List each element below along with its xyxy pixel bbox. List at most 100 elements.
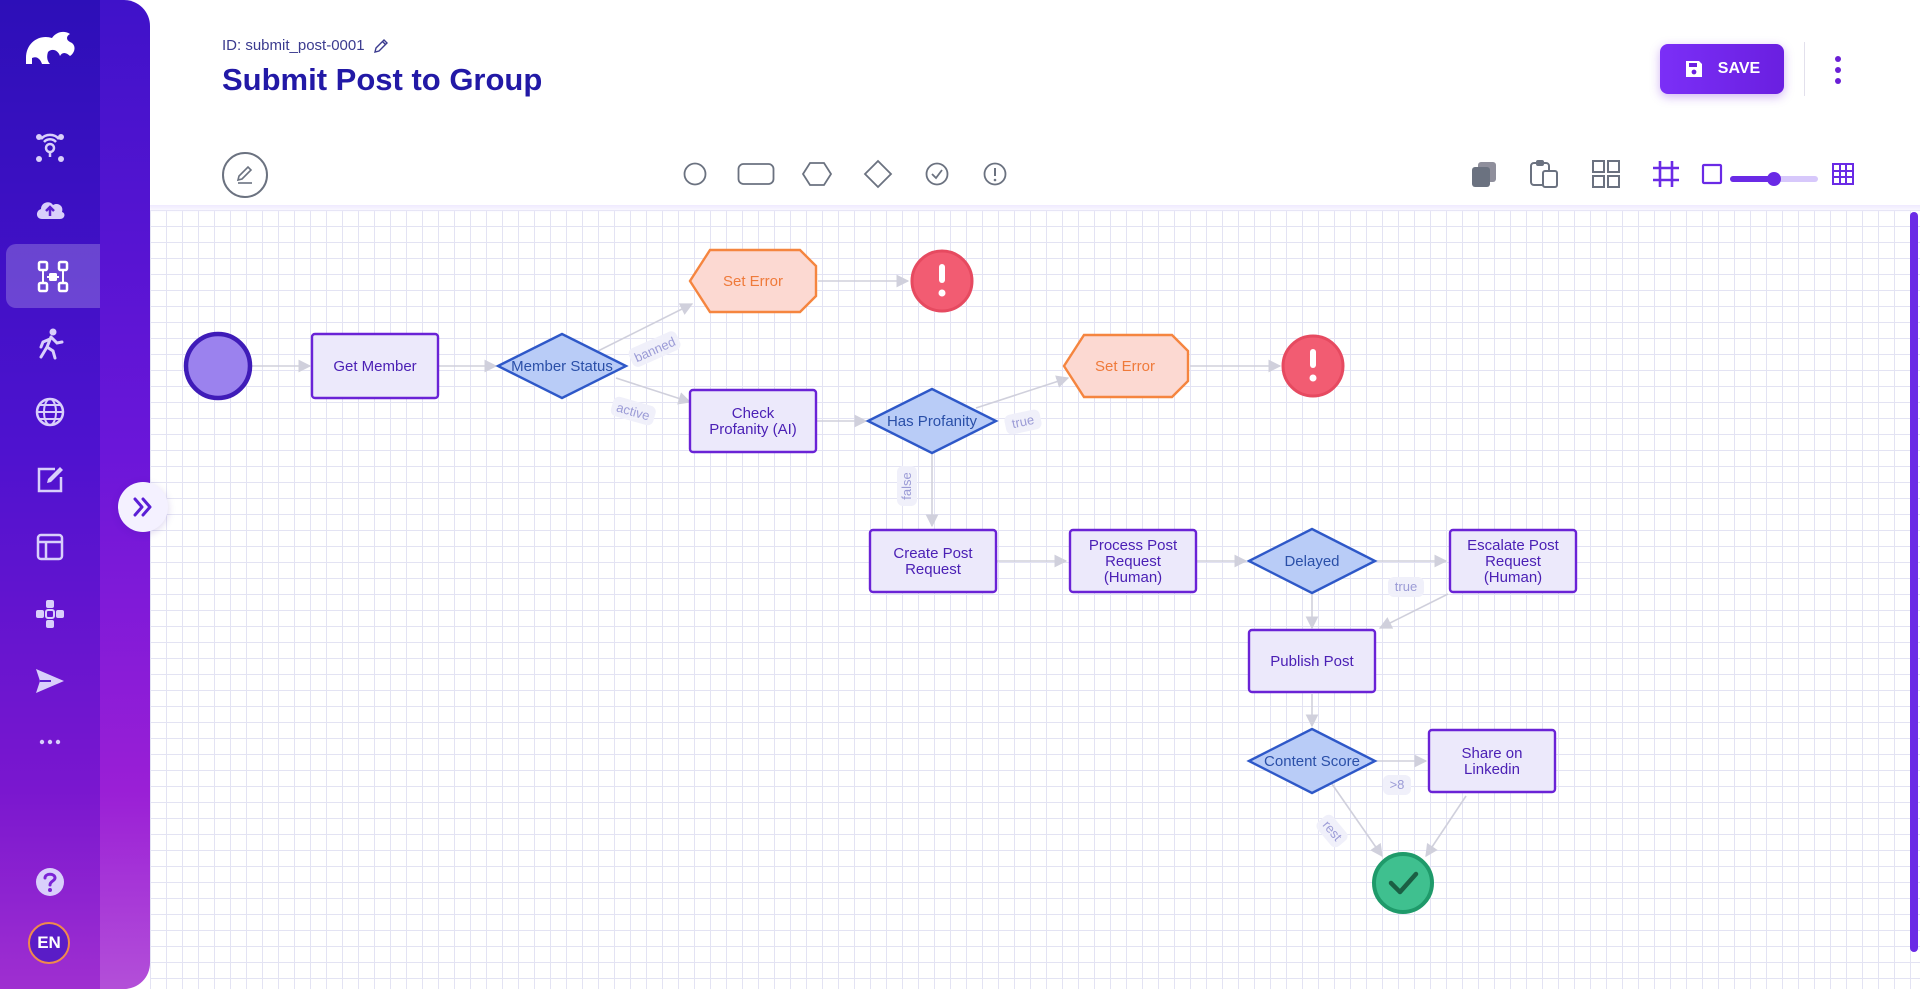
node-label: Request — [1105, 553, 1162, 570]
grid-layout-tool[interactable] — [1590, 156, 1622, 192]
start-node[interactable] — [183, 331, 253, 401]
more-dot — [1835, 56, 1841, 62]
sidebar-item-editor[interactable] — [0, 448, 100, 512]
edge-score-end-success[interactable] — [1331, 783, 1383, 858]
node-check-profanity[interactable]: Check Profanity (AI) — [688, 388, 818, 454]
circle-tool[interactable] — [680, 156, 710, 192]
node-label: Set Error — [1095, 358, 1155, 375]
snap-grid-icon — [1653, 161, 1679, 187]
node-member-status[interactable]: Member Status — [495, 332, 629, 400]
node-label: Create Post — [893, 545, 973, 562]
edit-note-icon — [37, 467, 63, 493]
edge-label-false: false — [899, 472, 914, 499]
zoom-out-button[interactable] — [1700, 156, 1724, 192]
node-set-error-2[interactable]: Set Error — [1062, 333, 1190, 399]
hexagon-tool[interactable] — [800, 156, 834, 192]
grid-layout-icon — [1592, 160, 1620, 188]
sidebar-item-connections[interactable] — [0, 116, 100, 180]
canvas-top-shadow — [150, 205, 1920, 213]
node-label: Profanity (AI) — [709, 421, 797, 438]
check-circle-icon — [925, 162, 949, 186]
node-get-member[interactable]: Get Member — [310, 332, 440, 400]
save-button[interactable]: SAVE — [1660, 44, 1784, 94]
node-label: Get Member — [333, 358, 416, 375]
node-end-error-2[interactable] — [1281, 334, 1345, 398]
zoom-slider-knob[interactable] — [1767, 172, 1781, 186]
rectangle-shape-icon — [737, 163, 775, 185]
node-label: (Human) — [1484, 569, 1542, 586]
save-button-label: SAVE — [1717, 60, 1761, 77]
sidebar-item-layouts[interactable] — [0, 515, 100, 579]
diamond-tool[interactable] — [862, 156, 894, 192]
cloud-upload-icon — [36, 202, 65, 219]
canvas-scrollbar[interactable] — [1910, 212, 1918, 952]
edge-share-end-success[interactable] — [1425, 795, 1467, 858]
node-label: Check — [732, 405, 775, 422]
edge-has-profanity-set-error[interactable] — [975, 375, 1070, 409]
paste-icon — [1530, 160, 1558, 188]
edge-escalate-publish[interactable] — [1378, 593, 1449, 629]
node-delayed[interactable]: Delayed — [1246, 527, 1378, 595]
paste-tool[interactable] — [1528, 156, 1560, 192]
node-label: Has Profanity — [887, 413, 978, 430]
diamond-shape-icon — [863, 159, 893, 189]
node-label: Delayed — [1284, 553, 1339, 570]
sidebar-item-flows[interactable] — [6, 244, 100, 308]
edge-status-check-profanity[interactable] — [615, 377, 692, 405]
zoom-in-button[interactable] — [1830, 156, 1856, 192]
more-dot — [1835, 67, 1841, 73]
flow-diagram-icon — [37, 260, 69, 293]
header: ID: submit_post-0001 Submit Post to Grou… — [150, 0, 1920, 210]
node-label: Request — [905, 561, 962, 578]
more-dot — [1835, 78, 1841, 84]
flow-id-label: ID: submit_post-0001 — [222, 37, 365, 54]
node-end-error-1[interactable] — [910, 249, 974, 313]
snap-grid-tool[interactable] — [1650, 156, 1682, 192]
copy-tool[interactable] — [1468, 156, 1500, 192]
success-tool[interactable] — [922, 156, 952, 192]
expand-sidebar-button[interactable] — [118, 482, 168, 532]
sidebar-item-upload[interactable] — [0, 178, 100, 242]
edit-mode-button[interactable] — [222, 152, 268, 198]
edge-label-true-profanity: true — [1010, 412, 1035, 431]
node-label: (Human) — [1104, 569, 1162, 586]
more-options-button[interactable] — [1826, 50, 1850, 90]
rectangle-tool[interactable] — [736, 156, 776, 192]
copy-icon — [1472, 162, 1496, 187]
edge-status-set-error[interactable] — [597, 303, 694, 352]
node-label: Escalate Post — [1467, 537, 1560, 554]
zoom-slider[interactable] — [1730, 172, 1818, 186]
node-create-post[interactable]: Create Post Request — [868, 528, 998, 594]
error-tool[interactable] — [980, 156, 1010, 192]
brand-logo-icon[interactable] — [22, 28, 78, 68]
flow-id-row: ID: submit_post-0001 — [222, 37, 389, 54]
sidebar-item-integrations[interactable] — [0, 582, 100, 646]
node-escalate-post[interactable]: Escalate Post Request (Human) — [1448, 528, 1578, 594]
sidebar-item-more[interactable] — [0, 710, 100, 774]
save-icon — [1685, 61, 1702, 77]
node-label: Request — [1485, 553, 1542, 570]
sidebar-item-activities[interactable] — [0, 312, 100, 376]
help-button[interactable] — [0, 850, 100, 914]
chevron-double-right-icon — [133, 497, 152, 517]
flow-canvas[interactable] — [150, 210, 1920, 989]
node-label: Linkedin — [1464, 761, 1520, 778]
node-share-linkedin[interactable]: Share on Linkedin — [1427, 728, 1557, 794]
node-publish-post[interactable]: Publish Post — [1247, 628, 1377, 694]
node-label: Publish Post — [1270, 653, 1354, 670]
exclamation-circle-icon — [983, 162, 1007, 186]
node-process-post[interactable]: Process Post Request (Human) — [1068, 528, 1198, 594]
node-end-success[interactable] — [1372, 852, 1434, 914]
nodes-icon — [36, 600, 64, 628]
pencil-icon[interactable] — [373, 38, 389, 54]
sidebar-item-globe[interactable] — [0, 380, 100, 444]
page-title: Submit Post to Group — [222, 62, 543, 97]
sidebar-item-send[interactable] — [0, 649, 100, 713]
zoom-slider-fill — [1730, 176, 1774, 182]
language-badge[interactable]: EN — [28, 922, 70, 964]
circle-shape-icon — [683, 162, 707, 186]
node-has-profanity[interactable]: Has Profanity — [865, 387, 999, 455]
node-content-score[interactable]: Content Score — [1246, 727, 1378, 795]
node-set-error-1[interactable]: Set Error — [688, 248, 818, 314]
